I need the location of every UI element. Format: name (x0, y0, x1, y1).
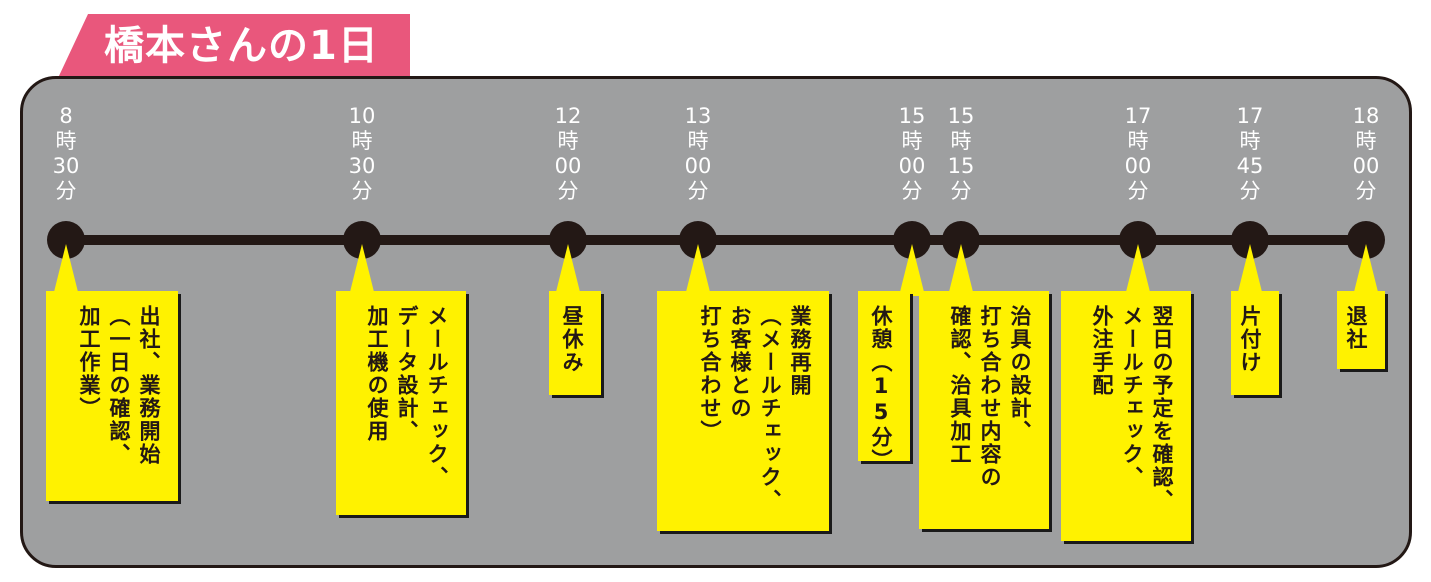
event-time-part: 15 (947, 154, 975, 178)
event-time-part: 分 (557, 179, 579, 203)
event-time-part: 分 (687, 179, 709, 203)
event-time-part: 10 (348, 104, 376, 128)
event-time-part: 45 (1236, 154, 1264, 178)
event-time-part: 時 (1239, 129, 1261, 153)
event-time-part: 分 (1239, 179, 1261, 203)
event-time-part: 17 (1236, 104, 1264, 128)
event-time-part: 15 (947, 104, 975, 128)
event-time-part: 00 (898, 154, 926, 178)
event-note: 退社 (1337, 291, 1385, 369)
event-note: 治具の設計、 打ち合わせ内容の 確認、治具加工 (919, 291, 1049, 529)
event-time-part: 30 (52, 154, 80, 178)
event-note: メールチェック、 データ設計、 加工機の使用 (336, 291, 466, 515)
event-note: 業務再開 （メールチェック、 お客様との 打ち合わせ） (657, 291, 829, 531)
event-time-part: 時 (687, 129, 709, 153)
event-note: 昼休み (549, 291, 601, 395)
event-time-part: 15 (898, 104, 926, 128)
event-time-part: 8 (59, 104, 73, 128)
event-time-part: 13 (684, 104, 712, 128)
event-note: 出社、業務開始 （一日の確認、 加工作業） (46, 291, 178, 501)
event-time-part: 時 (351, 129, 373, 153)
event-time-part: 00 (554, 154, 582, 178)
event-note: 翌日の予定を確認、 メールチェック、 外注手配 (1061, 291, 1191, 541)
page-title: 橋本さんの1日 (104, 23, 379, 69)
event-time-part: 30 (348, 154, 376, 178)
event-time-part: 分 (351, 179, 373, 203)
event-time-part: 分 (1355, 179, 1377, 203)
event-time-part: 分 (950, 179, 972, 203)
event-time-part: 時 (1355, 129, 1377, 153)
title-tab (58, 14, 410, 78)
event-time-part: 時 (950, 129, 972, 153)
event-time-part: 時 (901, 129, 923, 153)
event-time-part: 時 (55, 129, 77, 153)
event-note: 休憩（15分） (858, 291, 910, 472)
event-time-part: 12 (554, 104, 582, 128)
event-time-part: 時 (1127, 129, 1149, 153)
event-time-part: 17 (1124, 104, 1152, 128)
event-note: 片付け (1231, 291, 1279, 395)
event-time-part: 00 (1124, 154, 1152, 178)
event-time-part: 00 (684, 154, 712, 178)
event-time-part: 分 (1127, 179, 1149, 203)
event-time-part: 分 (901, 179, 923, 203)
event-time-part: 時 (557, 129, 579, 153)
event-time-part: 00 (1352, 154, 1380, 178)
event-time-part: 18 (1352, 104, 1380, 128)
event-time-part: 分 (55, 179, 77, 203)
